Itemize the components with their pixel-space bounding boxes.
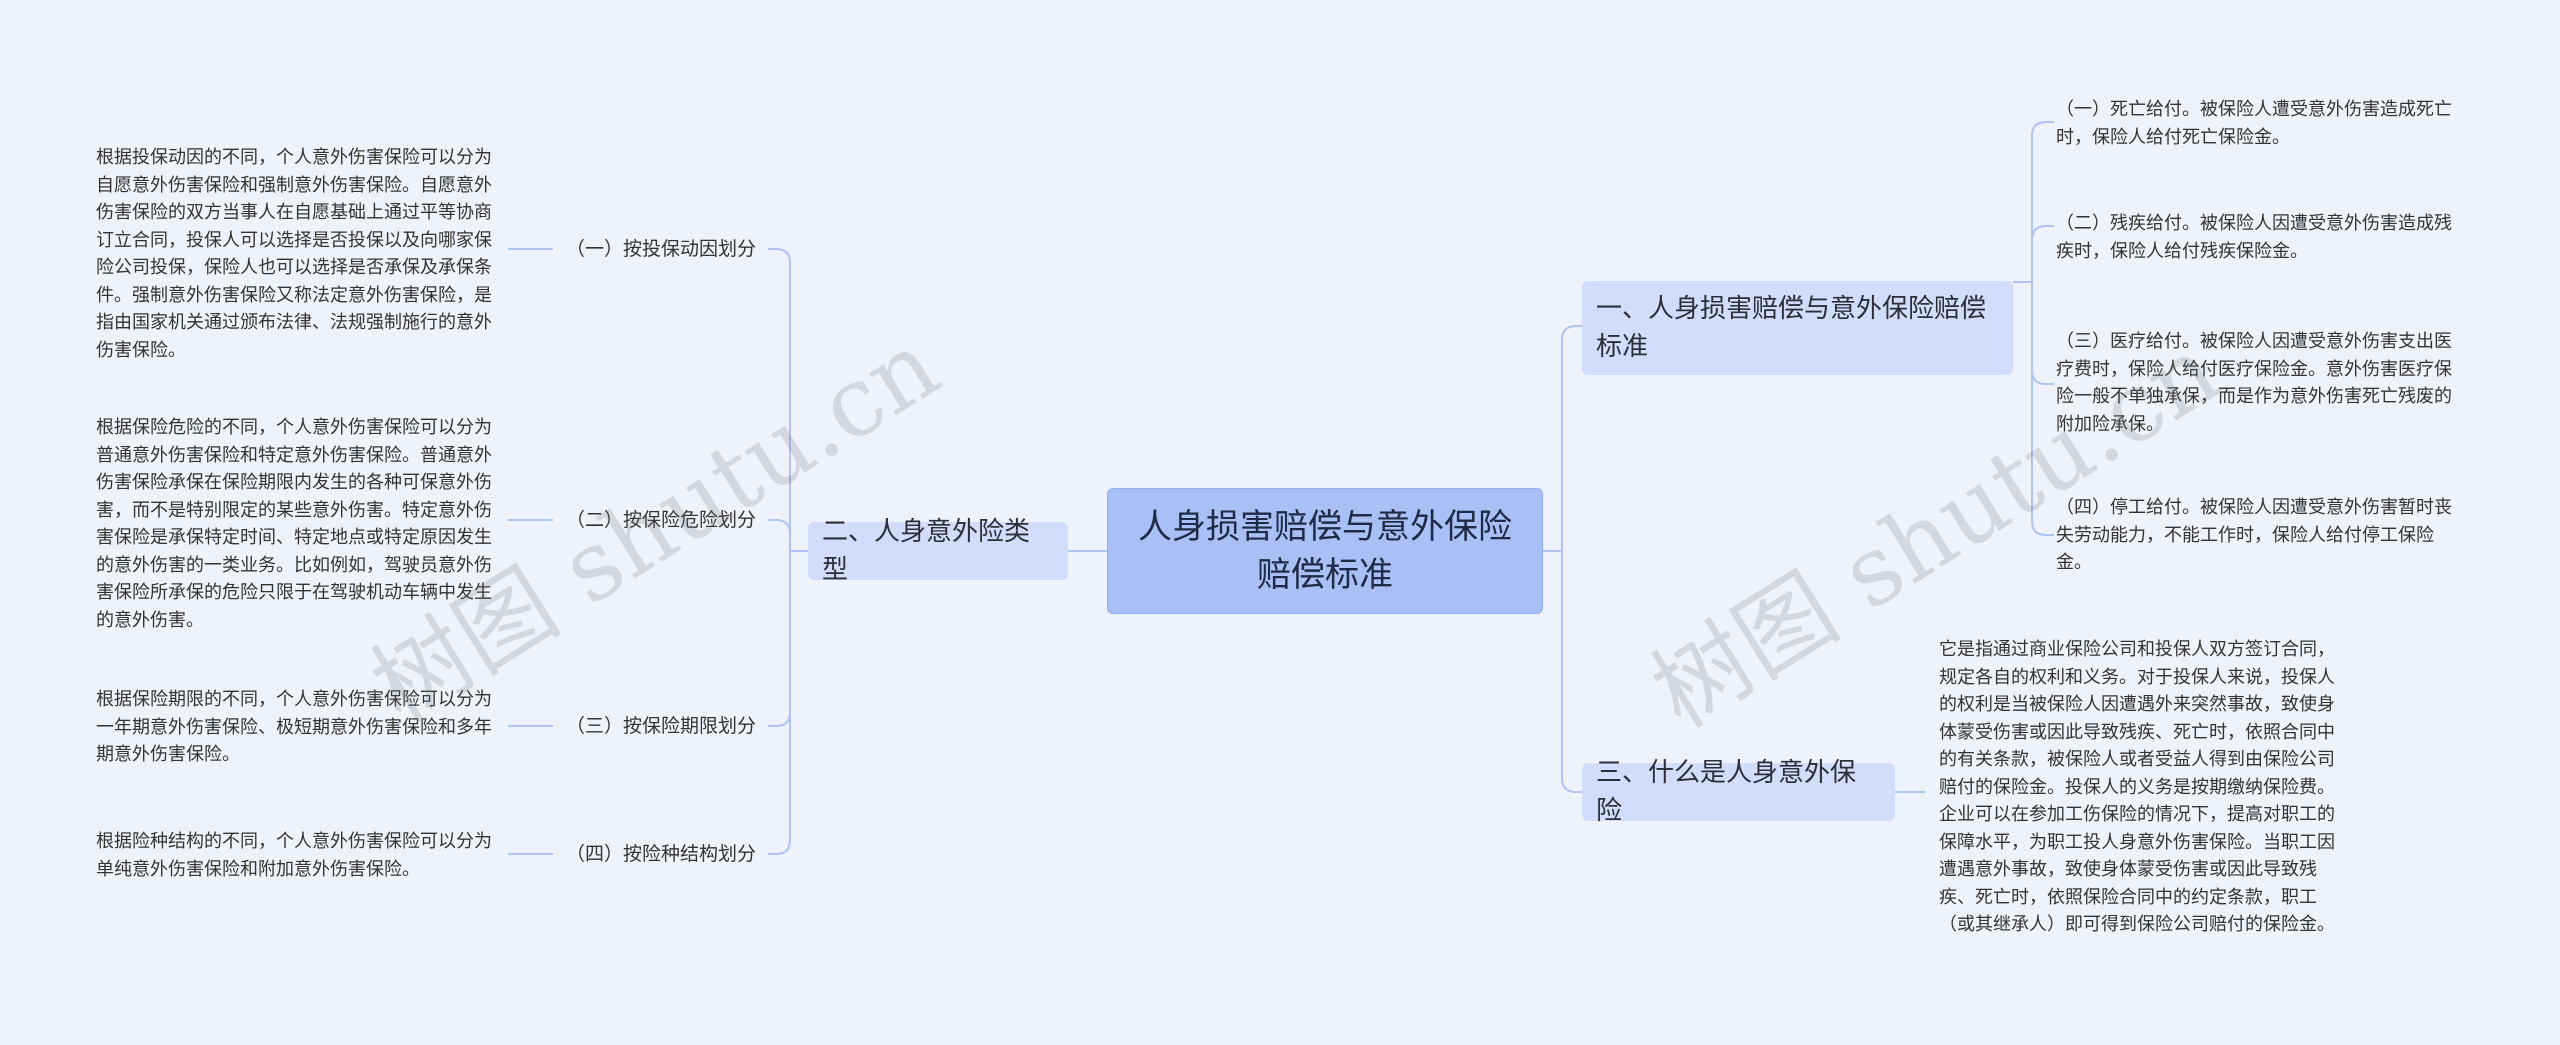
root-topic-label: 人身损害赔偿与意外保险赔偿标准	[1138, 507, 1512, 595]
leaf-motive-detail[interactable]: 根据投保动因的不同，个人意外伤害保险可以分为自愿意外伤害保险和强制意外伤害保险。…	[96, 144, 506, 364]
branch-label: 二、人身意外险类型	[822, 517, 1031, 585]
leaf-text: （四）停工给付。被保险人因遭受意外伤害暂时丧失劳动能力，不能工作时，保险人给付停…	[2056, 497, 2452, 573]
leaf-text: 根据保险危险的不同，个人意外伤害保险可以分为普通意外伤害保险和特定意外伤害保险。…	[96, 417, 492, 631]
leaf-disability-benefit[interactable]: （二）残疾给付。被保险人因遭受意外伤害造成残疾时，保险人给付残疾保险金。	[2056, 210, 2466, 265]
sub-label: （一）按投保动因划分	[566, 238, 757, 260]
root-topic[interactable]: 人身损害赔偿与意外保险赔偿标准	[1107, 488, 1543, 614]
sub-label: （二）按保险危险划分	[566, 509, 757, 531]
leaf-work-stoppage-benefit[interactable]: （四）停工给付。被保险人因遭受意外伤害暂时丧失劳动能力，不能工作时，保险人给付停…	[2056, 494, 2466, 577]
sub-by-risk[interactable]: （二）按保险危险划分	[566, 507, 756, 533]
leaf-definition[interactable]: 它是指通过商业保险公司和投保人双方签订合同，规定各自的权利和义务。对于投保人来说…	[1939, 636, 2349, 939]
leaf-text: （二）残疾给付。被保险人因遭受意外伤害造成残疾时，保险人给付残疾保险金。	[2056, 213, 2452, 262]
leaf-text: 根据保险期限的不同，个人意外伤害保险可以分为一年期意外伤害保险、极短期意外伤害保…	[96, 689, 492, 765]
leaf-text: （三）医疗给付。被保险人因遭受意外伤害支出医疗费时，保险人给付医疗保险金。意外伤…	[2056, 331, 2452, 435]
sub-by-period[interactable]: （三）按保险期限划分	[566, 713, 756, 739]
branch-accident-insurance-types[interactable]: 二、人身意外险类型	[808, 517, 1068, 585]
branch-compensation-standard[interactable]: 一、人身损害赔偿与意外保险赔偿标准	[1582, 281, 2013, 375]
leaf-period-detail[interactable]: 根据保险期限的不同，个人意外伤害保险可以分为一年期意外伤害保险、极短期意外伤害保…	[96, 686, 506, 769]
leaf-text: 它是指通过商业保险公司和投保人双方签订合同，规定各自的权利和义务。对于投保人来说…	[1939, 639, 2335, 935]
leaf-risk-detail[interactable]: 根据保险危险的不同，个人意外伤害保险可以分为普通意外伤害保险和特定意外伤害保险。…	[96, 414, 506, 634]
sub-by-structure[interactable]: （四）按险种结构划分	[566, 841, 756, 867]
sub-label: （四）按险种结构划分	[566, 843, 757, 865]
sub-by-motive[interactable]: （一）按投保动因划分	[566, 236, 756, 262]
leaf-text: 根据投保动因的不同，个人意外伤害保险可以分为自愿意外伤害保险和强制意外伤害保险。…	[96, 147, 492, 361]
leaf-structure-detail[interactable]: 根据险种结构的不同，个人意外伤害保险可以分为单纯意外伤害保险和附加意外伤害保险。	[96, 828, 506, 883]
leaf-text: （一）死亡给付。被保险人遭受意外伤害造成死亡时，保险人给付死亡保险金。	[2056, 99, 2452, 148]
leaf-death-benefit[interactable]: （一）死亡给付。被保险人遭受意外伤害造成死亡时，保险人给付死亡保险金。	[2056, 96, 2466, 151]
leaf-text: 根据险种结构的不同，个人意外伤害保险可以分为单纯意外伤害保险和附加意外伤害保险。	[96, 831, 492, 880]
branch-label: 三、什么是人身意外保险	[1596, 758, 1857, 826]
leaf-medical-benefit[interactable]: （三）医疗给付。被保险人因遭受意外伤害支出医疗费时，保险人给付医疗保险金。意外伤…	[2056, 328, 2466, 438]
branch-label: 一、人身损害赔偿与意外保险赔偿标准	[1596, 294, 1987, 362]
sub-label: （三）按保险期限划分	[566, 715, 757, 737]
branch-what-is-accident-insurance[interactable]: 三、什么是人身意外保险	[1582, 758, 1895, 826]
